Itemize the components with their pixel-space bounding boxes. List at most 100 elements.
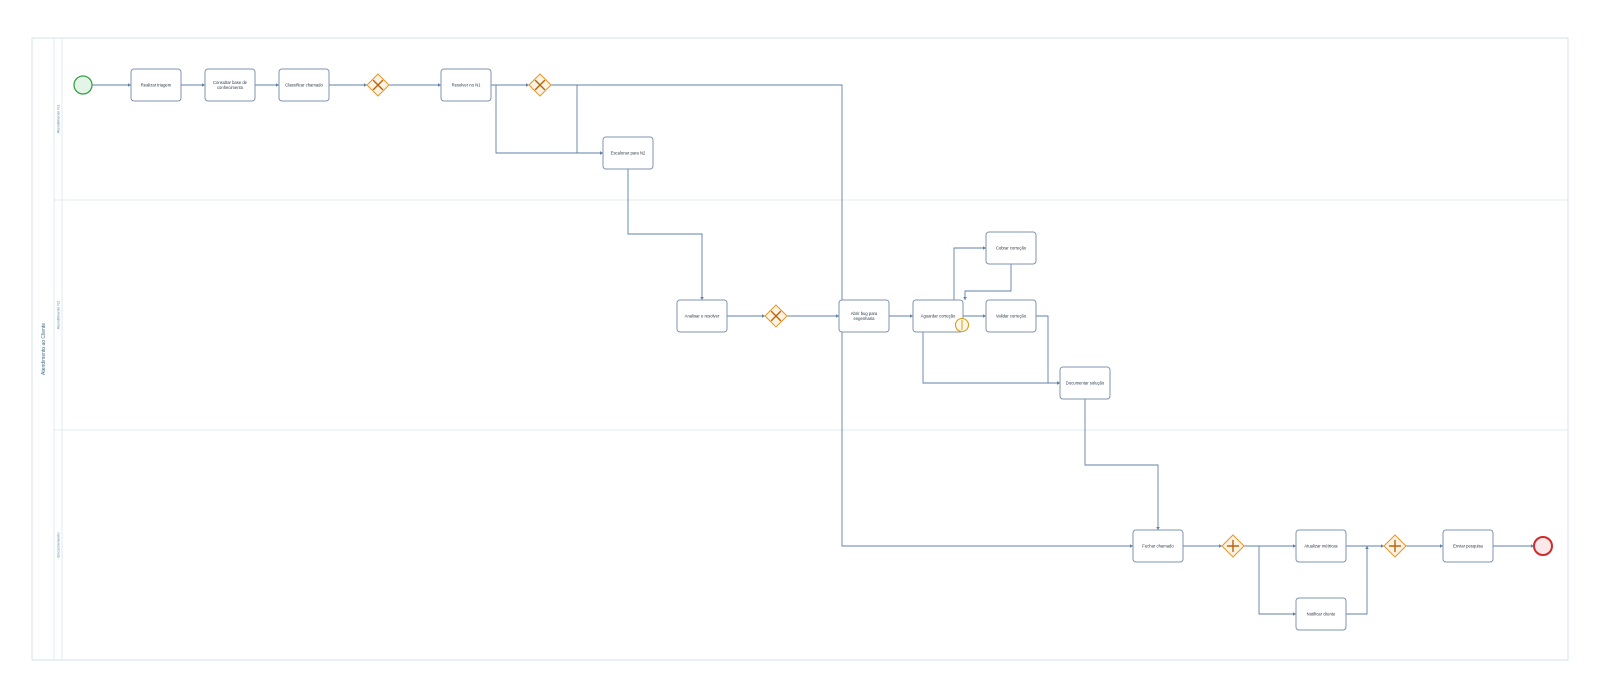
task-validar[interactable]: Validar correção [985, 299, 1037, 333]
task-box [912, 299, 964, 333]
task-analisar[interactable]: Analisar e resolver [676, 299, 728, 333]
task-label: Resolver no N1 [452, 83, 482, 88]
sequence-flow [922, 332, 1060, 384]
pool-frame: Atendimento ao Cliente Atendimento N1 Aten… [31, 37, 1569, 661]
task-label: conhecimento [217, 85, 244, 90]
task-label: Classificar chamado [285, 83, 323, 88]
task-label: Abrir bug para [851, 311, 878, 316]
task-box [440, 68, 492, 102]
task-label: Cobrar correção [996, 246, 1027, 251]
start-event[interactable] [73, 75, 93, 95]
task-box [1442, 529, 1494, 563]
flow-arrowhead [1381, 544, 1384, 548]
sequence-flow [495, 85, 603, 154]
lane-title-fin: Encerramento [56, 532, 61, 558]
exclusive-gateway[interactable] [366, 73, 390, 97]
task-box [602, 136, 654, 170]
flow-arrowhead [600, 151, 603, 155]
task-label: Consultar base de [213, 80, 248, 85]
task-fechar[interactable]: Fechar chamado [1132, 529, 1184, 563]
task-box [204, 68, 256, 102]
task-aguardar[interactable]: Aguardar correção [912, 299, 964, 333]
sequence-flow [1346, 546, 1368, 615]
sequence-flow [953, 247, 986, 320]
task-label: Notificar cliente [1307, 612, 1336, 617]
flow-arrowhead [1293, 612, 1296, 616]
task-box [1132, 529, 1184, 563]
start-event-icon [73, 75, 93, 95]
sequence-flow [1084, 399, 1159, 530]
flow-arrowhead [1365, 546, 1369, 549]
task-box [1059, 366, 1111, 400]
exclusive-gateway[interactable] [528, 73, 552, 97]
flow-arrowhead [128, 83, 131, 87]
task-metricas[interactable]: Atualizar métricas [1295, 529, 1347, 563]
boundary-event[interactable] [954, 317, 970, 333]
task-box [130, 68, 182, 102]
task-resolver_n1[interactable]: Resolver no N1 [440, 68, 492, 102]
end-event-icon [1533, 536, 1553, 556]
flow-arrowhead [1531, 544, 1534, 548]
task-escalonar[interactable]: Escalonar para N2 [602, 136, 654, 170]
pool-title: Atendimento ao Cliente [41, 323, 47, 375]
task-label: Documentar solução [1066, 381, 1105, 386]
lane-title-n1: Atendimento N1 [56, 104, 61, 133]
flow-arrowhead [526, 83, 529, 87]
flow-arrowhead [276, 83, 279, 87]
flow-arrowhead [438, 83, 441, 87]
flow-arrowhead [963, 297, 967, 300]
sequence-flow [1036, 315, 1060, 384]
task-triagem[interactable]: Realizar triagem [130, 68, 182, 102]
task-label: engenharia [854, 316, 876, 321]
parallel-gateway[interactable] [1383, 534, 1407, 558]
flow-nodes: Realizar triagem Consultar base deconheci… [73, 68, 1553, 631]
flow-arrowhead [1130, 544, 1133, 548]
task-notificar[interactable]: Notificar cliente [1295, 597, 1347, 631]
task-label: Analisar e resolver [685, 314, 720, 319]
x-marker-icon [534, 79, 546, 91]
task-box [676, 299, 728, 333]
task-label: Realizar triagem [141, 83, 172, 88]
flow-arrowhead [983, 246, 986, 250]
flow-arrowhead [836, 314, 839, 318]
sequence-flow [964, 264, 1012, 300]
task-documentar[interactable]: Documentar solução [1059, 366, 1111, 400]
flow-arrowhead [1156, 527, 1160, 530]
sequence-flow [1258, 546, 1296, 615]
exclusive-gateway[interactable] [764, 304, 788, 328]
task-box [1295, 529, 1347, 563]
flow-arrowhead [762, 314, 765, 318]
task-label: Escalonar para N2 [611, 151, 646, 156]
x-marker-icon [770, 310, 782, 322]
lane-title-n2: Atendimento N2 [56, 300, 61, 329]
task-label: Enviar pesquisa [1453, 544, 1483, 549]
task-label: Validar correção [996, 314, 1027, 319]
task-label: Aguardar correção [921, 314, 956, 319]
flow-arrowhead [1440, 544, 1443, 548]
task-pesquisa[interactable]: Enviar pesquisa [1442, 529, 1494, 563]
task-box [1295, 597, 1347, 631]
flow-arrowhead [202, 83, 205, 87]
sequence-flow [627, 169, 703, 300]
task-box [838, 299, 890, 333]
flow-arrowhead [364, 83, 367, 87]
sequence-flow [576, 85, 603, 154]
task-cobrar[interactable]: Cobrar correção [985, 231, 1037, 265]
pool-border [31, 37, 1569, 661]
task-label: Fechar chamado [1142, 544, 1174, 549]
task-label: Atualizar métricas [1304, 544, 1337, 549]
flow-arrowhead [983, 314, 986, 318]
flow-arrowhead [910, 314, 913, 318]
task-box [985, 299, 1037, 333]
task-box [278, 68, 330, 102]
flow-arrowhead [1057, 381, 1060, 385]
flow-arrowhead [1293, 544, 1296, 548]
end-event[interactable] [1533, 536, 1553, 556]
flow-arrowhead [700, 297, 704, 300]
task-classificar[interactable]: Classificar chamado [278, 68, 330, 102]
task-box [985, 231, 1037, 265]
parallel-gateway[interactable] [1221, 534, 1245, 558]
